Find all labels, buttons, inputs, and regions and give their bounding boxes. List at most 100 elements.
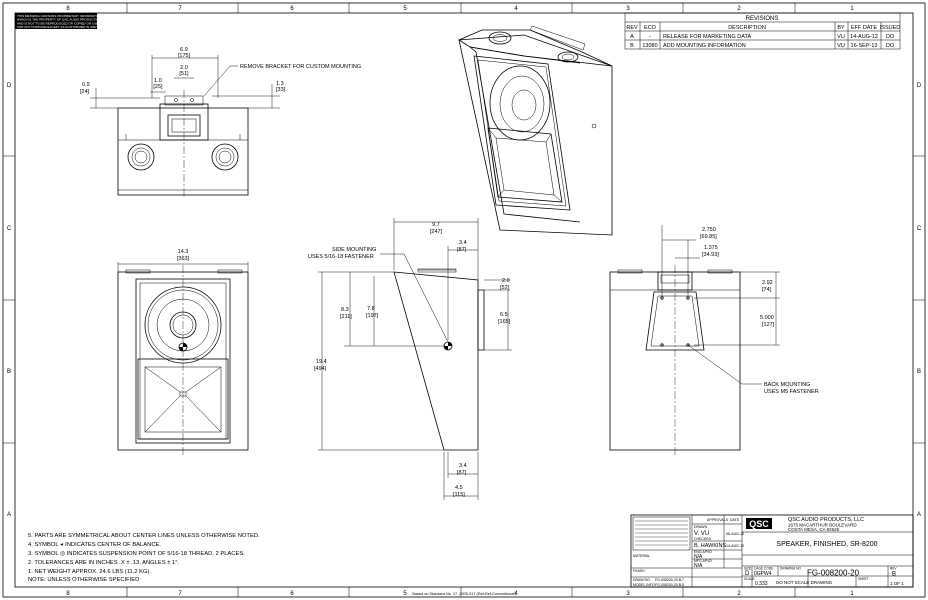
- dim-1-3: 1.3: [276, 81, 284, 87]
- finish-label: FINISH: [633, 569, 645, 573]
- dim-1-0: 1.0: [154, 78, 162, 84]
- zone-left-A: A: [7, 512, 11, 518]
- zone-top-8: 8: [66, 6, 70, 12]
- description-b: ADD MOUNTING INFORMATION: [663, 43, 746, 49]
- company-name: QSC AUDIO PRODUCTS, LLC: [788, 517, 864, 523]
- front-view: [117, 265, 249, 455]
- note-3: 3. SYMBOL ◎ INDICATES SUSPENSION POINT O…: [28, 551, 245, 557]
- zone-bottom-5: 5: [403, 591, 407, 597]
- description-a: RELEASE FOR MARKETING DATA: [663, 34, 751, 40]
- zone-top-6: 6: [290, 6, 294, 12]
- zone-left-B: B: [7, 369, 11, 375]
- dim-1-0-mm: [25]: [153, 84, 163, 90]
- eco-a: -: [649, 34, 651, 40]
- dim-4-5-mm: [115]: [453, 492, 465, 498]
- proprietary-notice: THIS DRAWING CONTAINS PROPRIETARY INFORM…: [15, 13, 105, 29]
- dim-2-750-mm: [69.85]: [700, 234, 717, 240]
- checked-label: CHECKED: [694, 537, 712, 541]
- approvals-label: APPROVALS: [707, 518, 729, 522]
- model-info-label: MODEL INFO: [633, 583, 655, 587]
- rev-header: REV: [626, 25, 638, 31]
- drawn-date: 06-AUG-12: [726, 532, 744, 536]
- draw-no-label: DRAW NO: [633, 578, 650, 582]
- eff-date-header: EFF DATE: [851, 25, 878, 31]
- zone-right-D: D: [917, 83, 922, 89]
- checked-date: 14-AUG-12: [726, 544, 744, 548]
- rear-view-dimensions: 2.750 [69.85] 1.375 [34.93] 2.92 [74] 5.…: [661, 225, 819, 395]
- scale-label: SCALE: [744, 577, 754, 581]
- zone-top-7: 7: [178, 6, 182, 12]
- dim-8-3-mm: [211]: [340, 314, 352, 320]
- top-view-dimensions: 6.9 [175] 2.0 [51] 1.0 [25] 0.9 [24] 1.3…: [80, 47, 361, 109]
- issued-a: DO: [886, 34, 895, 40]
- dim-2-0-mm: [51]: [179, 71, 189, 77]
- scale-value: 0.333: [755, 581, 768, 587]
- dim-2-0-side: 2.0: [502, 278, 510, 284]
- zone-right-C: C: [917, 226, 922, 232]
- isometric-view: [458, 25, 613, 236]
- dim-0-9-mm: [24]: [80, 89, 90, 95]
- zone-top-2: 2: [737, 6, 741, 12]
- footer-note: Based on Standard No. 17 -2005-017 (Ref-…: [412, 592, 516, 596]
- zone-right-B: B: [917, 369, 921, 375]
- date-label: DATE: [730, 518, 740, 522]
- revisions-table: REVISIONS REV ECO DESCRIPTION BY EFF DAT…: [624, 12, 901, 50]
- mfg-apvd: N/A: [694, 563, 703, 569]
- rear-view: [609, 265, 741, 455]
- company-city: COSTA MESA, CA 92626: [788, 527, 840, 532]
- dim-6-5: 6.5: [500, 312, 508, 318]
- eng-apvd-label: ENG APVD: [694, 550, 712, 554]
- zone-left-C: C: [7, 226, 12, 232]
- drawn-label: DRAWN: [694, 525, 708, 529]
- dim-7-8-mm: [197]: [366, 313, 379, 319]
- zone-right-A: A: [917, 512, 921, 518]
- drawing-no-label: DRAWING NO.: [780, 567, 802, 571]
- notice-line-1: THIS DRAWING CONTAINS PROPRIETARY INFORM…: [17, 14, 101, 18]
- zone-bottom-2: 2: [737, 591, 741, 597]
- dim-2-92-mm: [74]: [762, 287, 772, 293]
- revisions-title: REVISIONS: [746, 16, 779, 22]
- zone-bottom-1: 1: [850, 591, 854, 597]
- note-2: 2. TOLERANCES ARE IN INCHES .X ± .13, AN…: [28, 560, 180, 566]
- zone-ticks: [3, 3, 925, 597]
- note-4: 4. SYMBOL ◕ INDICATES CENTER OF BALANCE.: [28, 542, 161, 548]
- zone-top-5: 5: [403, 6, 407, 12]
- eco-header: ECO: [644, 25, 657, 31]
- dim-9-7: 9.7: [432, 222, 440, 228]
- remove-bracket-note: REMOVE BRACKET FOR CUSTOM MOUNTING: [240, 64, 361, 70]
- checked-by: B. HAWKINS: [694, 543, 727, 549]
- notice-line-3: AND IS NOT TO BE REPRODUCED OR COPIED OR…: [17, 21, 101, 25]
- issued-header: ISSUED: [880, 25, 901, 31]
- dim-9-7-mm: [247]: [430, 229, 443, 235]
- dim-5-000-mm: [127]: [762, 322, 775, 328]
- date-b: 16-SEP-13: [851, 43, 878, 49]
- front-view-dimensions: 14.3 [363] 19.4 [494]: [117, 249, 444, 451]
- dim-2-92: 2.92: [762, 280, 773, 286]
- dim-4-5: 4.5: [455, 485, 463, 491]
- dim-3-4-top-mm: [87]: [457, 247, 467, 253]
- side-view: [393, 268, 485, 451]
- back-mounting-fastener: USES M5 FASTENER: [764, 389, 819, 395]
- by-a: VU: [837, 34, 845, 40]
- zone-bottom-3: 3: [626, 591, 630, 597]
- description-header: DESCRIPTION: [728, 25, 766, 31]
- drawing-title: SPEAKER, FINISHED, SR-8200: [776, 541, 877, 548]
- side-view-dimensions: 9.7 [247] 3.4 [87] 2.0 [52] 6.5 [165] 8.…: [308, 218, 512, 500]
- sheet-label: SHEET: [858, 577, 869, 581]
- date-a: 14-AUG-12: [850, 34, 878, 40]
- issued-b: DO: [886, 43, 895, 49]
- title-block: QSC QSC AUDIO PRODUCTS, LLC 1675 MACARTH…: [630, 514, 914, 588]
- zone-bottom-8: 8: [66, 591, 70, 597]
- notice-line-4: FOR ANY PURPOSE EXCEPT AS AUTHORIZED IN …: [17, 25, 104, 29]
- company-address: 1675 MACARTHUR BOULEVARD: [788, 523, 857, 528]
- notice-line-2: WHICH IS THE PROPERTY OF QSC AUDIO PRODU…: [17, 18, 105, 22]
- rev-a: A: [630, 34, 634, 40]
- dim-6-5-mm: [165]: [498, 319, 511, 325]
- material-label: MATERIAL: [633, 554, 650, 558]
- dim-1-375: 1.375: [704, 245, 718, 251]
- do-not-scale-note: DO NOT SCALE DRAWING: [776, 580, 833, 585]
- dim-2-0-side-mm: [52]: [500, 285, 510, 291]
- by-header: BY: [837, 25, 845, 31]
- zone-top-4: 4: [514, 6, 518, 12]
- zone-left-D: D: [7, 83, 12, 89]
